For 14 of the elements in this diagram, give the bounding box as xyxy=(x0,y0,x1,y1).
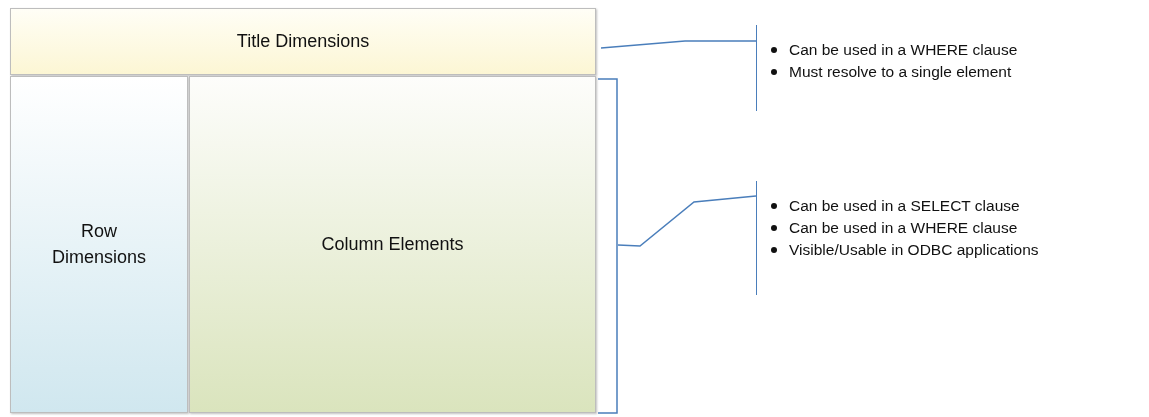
grid-region xyxy=(10,76,188,413)
leader-line xyxy=(617,195,757,247)
bullet-item: Visible/Usable in ODBC applications xyxy=(771,239,1136,261)
bracket xyxy=(598,78,618,414)
bullet-item: Can be used in a SELECT clause xyxy=(771,195,1136,217)
bullet-item: Can be used in a WHERE clause xyxy=(771,217,1136,239)
grid-region xyxy=(189,76,596,413)
leader-line xyxy=(600,40,757,49)
grid-region xyxy=(10,8,596,75)
bullet-item: Can be used in a WHERE clause xyxy=(771,39,1056,61)
region-label: Title Dimensions xyxy=(236,29,370,53)
bullet-item: Must resolve to a single element xyxy=(771,61,1056,83)
region-label: Row Dimensions xyxy=(50,220,147,269)
region-label: Column Elements xyxy=(321,232,464,256)
